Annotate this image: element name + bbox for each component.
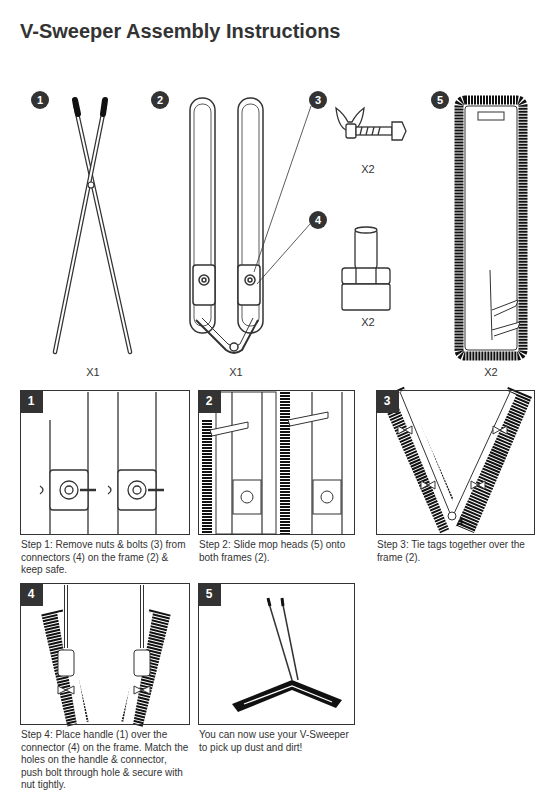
- number-text: 5: [437, 94, 443, 106]
- quantity-label: X1: [86, 366, 99, 378]
- step-panel: Step 1: Remove nuts & bolts (3) from con…: [20, 390, 190, 535]
- nut-bolt-drawing: [336, 108, 406, 140]
- step2-drawing: [207, 392, 342, 534]
- connector-drawing: [342, 227, 390, 310]
- quantity-label: X2: [484, 366, 497, 378]
- number-text: 3: [315, 94, 321, 106]
- page-title: V-Sweeper Assembly Instructions: [20, 20, 340, 43]
- number-text: 1: [28, 394, 35, 408]
- callout-number: 1: [31, 91, 49, 109]
- callout-number: 5: [431, 91, 449, 109]
- step-panel: Step 4: Place handle (1) over the connec…: [20, 583, 190, 725]
- step-caption: Step 3: Tie tags together over the frame…: [377, 539, 536, 564]
- step-number: 4: [20, 583, 43, 606]
- number-text: 5: [206, 587, 213, 601]
- number-text: 2: [157, 94, 163, 106]
- callout-number: 2: [151, 91, 169, 109]
- number-text: 4: [28, 587, 35, 601]
- number-text: 4: [315, 214, 321, 226]
- quantity-label: X2: [361, 163, 374, 175]
- step-number: 2: [198, 390, 221, 413]
- handle-drawing: [55, 100, 130, 352]
- callout-number: 4: [309, 211, 327, 229]
- number-text: 1: [37, 94, 43, 106]
- step3-drawing: [392, 392, 520, 528]
- step5-drawing: [232, 598, 342, 712]
- step-caption: Step 1: Remove nuts & bolts (3) from con…: [21, 539, 191, 577]
- number-text: 2: [206, 394, 213, 408]
- step-panel: Step 3: Tie tags together over the frame…: [376, 390, 535, 535]
- step-number: 1: [20, 390, 43, 413]
- callout-number: 3: [309, 91, 327, 109]
- step-number: 5: [198, 583, 221, 606]
- leader-line: [257, 224, 310, 284]
- number-text: 3: [384, 394, 391, 408]
- step-panel: Step 2: Slide mop heads (5) onto both fr…: [198, 390, 355, 535]
- step1-drawing: [40, 392, 164, 534]
- mop-head-drawing: [459, 100, 523, 356]
- frame-drawing: [190, 98, 263, 353]
- step-caption: Step 4: Place handle (1) over the connec…: [21, 729, 191, 792]
- step-caption: You can now use your V-Sweeper to pick u…: [199, 729, 356, 754]
- leader-line: [254, 106, 311, 272]
- quantity-label: X1: [229, 366, 242, 378]
- step-caption: Step 2: Slide mop heads (5) onto both fr…: [199, 539, 356, 564]
- quantity-label: X2: [361, 316, 374, 328]
- step-number: 3: [376, 390, 399, 413]
- step4-drawing: [52, 585, 160, 724]
- step-panel: You can now use your V-Sweeper to pick u…: [198, 583, 355, 725]
